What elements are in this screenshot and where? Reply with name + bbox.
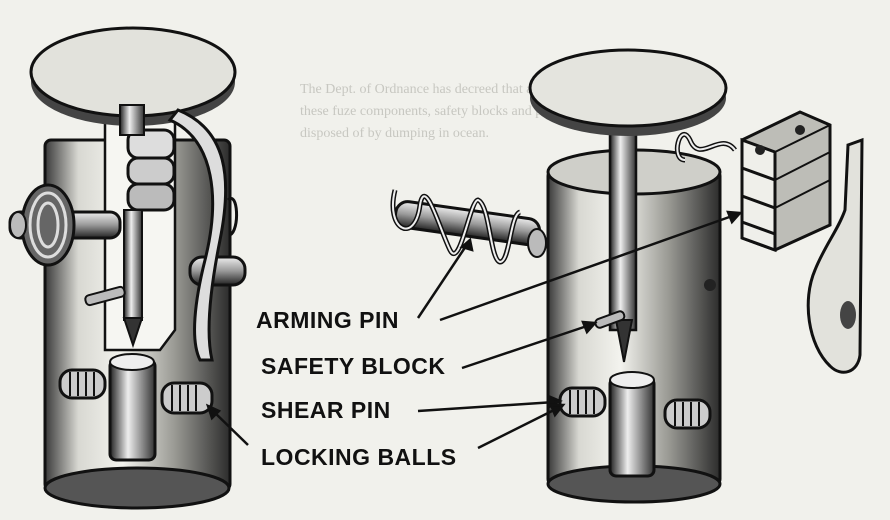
left-shear-pin [84, 285, 126, 307]
left-firing-pin-tip [122, 317, 144, 349]
left-firing-pin-shaft [123, 209, 143, 321]
bleed-through-line-1: The Dept. of Ordnance has decreed that a… [300, 82, 541, 97]
left-spring-stack [126, 128, 176, 212]
loose-arming-pin [390, 189, 547, 265]
left-side-coil [8, 183, 122, 267]
right-firing-pin-shaft [608, 108, 638, 332]
left-fuze-body-bottom [43, 466, 231, 510]
safety-block [674, 110, 832, 253]
left-bottom-plunger [108, 358, 157, 462]
bleed-through-line-3: disposed of by dumping in ocean. [300, 126, 489, 141]
bleed-through-line-2: these fuze components, safety blocks and… [300, 104, 580, 119]
right-top-disc [528, 48, 728, 128]
left-locking-balls-right [160, 381, 214, 415]
right-shear-pin [594, 310, 626, 329]
label-safety-block: SAFETY BLOCK [258, 353, 449, 379]
left-top-disc [29, 26, 237, 118]
leader-lines [205, 210, 743, 450]
label-shear-pin: SHEAR PIN [258, 397, 394, 423]
label-arming-pin: ARMING PIN [253, 307, 402, 333]
right-fuze [528, 48, 728, 504]
retainer-strip [806, 137, 864, 374]
right-locking-balls-left [558, 386, 607, 418]
left-fuze [8, 26, 247, 510]
right-firing-pin-tip [614, 319, 634, 363]
left-safety-wire [167, 108, 228, 362]
left-locking-balls-left [58, 368, 107, 400]
right-locking-balls-right [663, 398, 712, 430]
label-locking-balls: LOCKING BALLS [258, 444, 460, 470]
right-bottom-plunger [608, 376, 656, 478]
